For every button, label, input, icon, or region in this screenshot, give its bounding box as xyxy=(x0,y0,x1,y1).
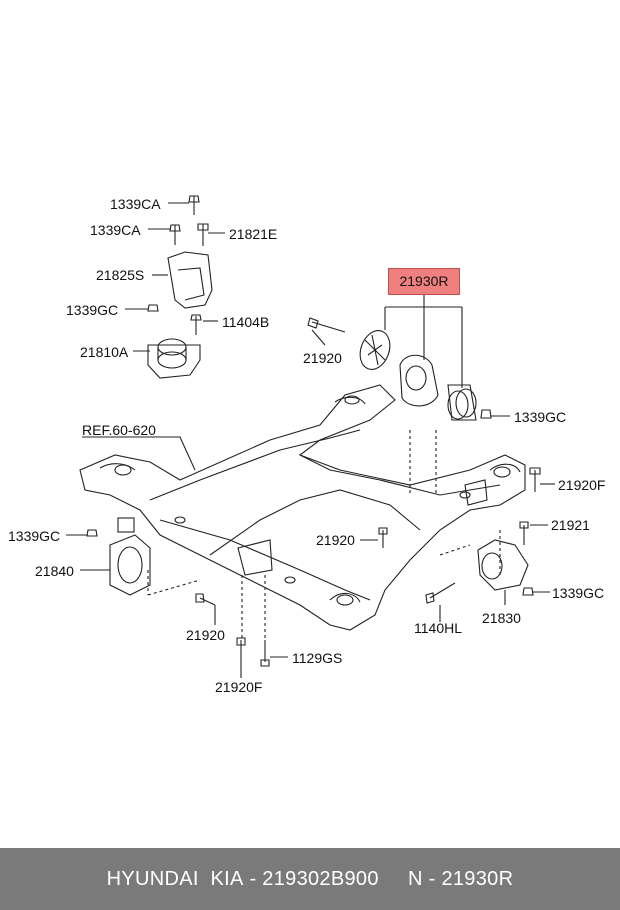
label-1339gc-right[interactable]: 1339GC xyxy=(514,409,567,425)
label-21920-top[interactable]: 21920 xyxy=(303,350,342,366)
bracket-21825s xyxy=(167,251,213,309)
bushing-body xyxy=(399,354,439,407)
label-21920f-right[interactable]: 21920F xyxy=(558,477,606,493)
label-1339gc-top[interactable]: 1339GC xyxy=(66,302,119,318)
label-21825s[interactable]: 21825S xyxy=(96,267,145,283)
label-21810a[interactable]: 21810A xyxy=(80,344,129,360)
footer-code: N - 21930R xyxy=(408,867,514,890)
mount-21830 xyxy=(477,539,529,591)
highlighted-part-label[interactable]: 21930R xyxy=(388,268,460,295)
mount-21840 xyxy=(109,534,151,596)
label-11404b[interactable]: 11404B xyxy=(222,314,270,330)
label-21920f-lower[interactable]: 21920F xyxy=(215,679,263,695)
footer-separator xyxy=(379,868,408,891)
footer-brand: HYUNDAI KIA xyxy=(106,867,244,890)
label-21840[interactable]: 21840 xyxy=(35,563,74,579)
label-21921[interactable]: 21921 xyxy=(551,517,590,533)
ref-label[interactable]: REF.60-620 xyxy=(82,422,156,438)
label-1339ca-top[interactable]: 1339CA xyxy=(110,196,161,212)
label-21821e[interactable]: 21821E xyxy=(229,226,278,242)
label-1339ca[interactable]: 1339CA xyxy=(90,222,141,238)
label-21920-lower[interactable]: 21920 xyxy=(186,627,225,643)
label-1129gs[interactable]: 1129GS xyxy=(292,650,343,666)
footer-bar: HYUNDAI KIA - 219302B900 N - 21930R xyxy=(0,848,620,910)
label-1339gc-left[interactable]: 1339GC xyxy=(8,528,61,544)
label-1140hl[interactable]: 1140HL xyxy=(414,620,463,636)
subframe-body xyxy=(79,384,526,631)
bushing-cylinder xyxy=(447,384,477,421)
footer-part-number: - 219302B900 xyxy=(243,867,379,890)
label-1339gc-lower[interactable]: 1339GC xyxy=(552,585,605,601)
mount-21810a xyxy=(147,344,201,379)
washer-21920 xyxy=(359,330,391,370)
label-21920-center[interactable]: 21920 xyxy=(316,532,355,548)
label-21830[interactable]: 21830 xyxy=(482,610,521,626)
diagram-drawing xyxy=(66,195,555,678)
parts-diagram: REF.60-620 21930R 1339CA 1339CA 21821E 2… xyxy=(8,195,606,695)
